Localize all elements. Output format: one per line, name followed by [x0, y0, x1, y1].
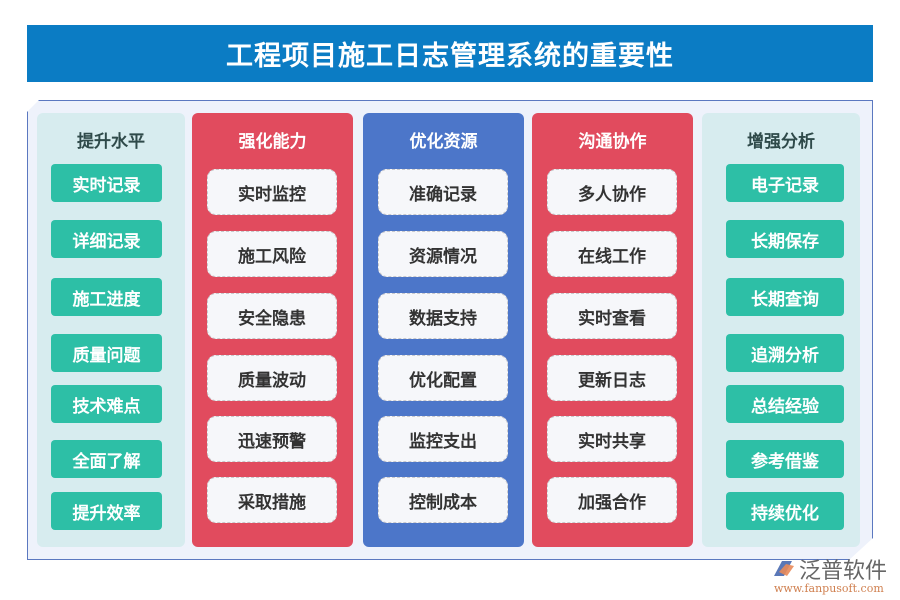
- column-item: 参考借鉴: [726, 440, 844, 478]
- column-item: 长期查询: [726, 278, 844, 316]
- column-1: 提升水平实时记录详细记录施工进度质量问题技术难点全面了解提升效率: [37, 113, 185, 547]
- logo-name: 泛普软件: [799, 559, 888, 584]
- column-heading: 沟通协作: [578, 132, 647, 152]
- column-heading: 提升水平: [77, 132, 145, 152]
- column-item: 在线工作: [547, 231, 677, 277]
- column-item: 准确记录: [378, 169, 508, 215]
- column-item: 优化配置: [378, 355, 508, 401]
- column-item: 实时记录: [51, 164, 162, 202]
- column-item: 数据支持: [378, 293, 508, 339]
- fanpu-logo-icon: [774, 561, 794, 576]
- column-heading: 增强分析: [747, 132, 815, 152]
- column-heading: 优化资源: [409, 132, 478, 152]
- column-item: 电子记录: [726, 164, 844, 202]
- column-item: 加强合作: [547, 477, 677, 523]
- column-item: 全面了解: [51, 440, 162, 478]
- logo-url: www.fanpusoft.com: [774, 582, 884, 595]
- column-item: 控制成本: [378, 477, 508, 523]
- column-item: 施工进度: [51, 278, 162, 316]
- brand-logo: 泛普软件 www.fanpusoft.com: [770, 553, 887, 595]
- column-item: 资源情况: [378, 231, 508, 277]
- column-item: 质量波动: [207, 355, 337, 401]
- column-item: 实时查看: [547, 293, 677, 339]
- column-item: 长期保存: [726, 220, 844, 258]
- column-item: 施工风险: [207, 231, 337, 277]
- column-5: 增强分析电子记录长期保存长期查询追溯分析总结经验参考借鉴持续优化: [702, 113, 860, 547]
- column-item: 更新日志: [547, 355, 677, 401]
- column-4: 沟通协作多人协作在线工作实时查看更新日志实时共享加强合作: [532, 113, 693, 547]
- column-heading: 强化能力: [238, 132, 307, 152]
- column-item: 多人协作: [547, 169, 677, 215]
- column-3: 优化资源准确记录资源情况数据支持优化配置监控支出控制成本: [363, 113, 524, 547]
- column-2: 强化能力实时监控施工风险安全隐患质量波动迅速预警采取措施: [192, 113, 353, 547]
- column-item: 监控支出: [378, 416, 508, 462]
- column-item: 实时监控: [207, 169, 337, 215]
- column-item: 追溯分析: [726, 334, 844, 372]
- column-item: 详细记录: [51, 220, 162, 258]
- column-item: 实时共享: [547, 416, 677, 462]
- column-item: 采取措施: [207, 477, 337, 523]
- column-item: 安全隐患: [207, 293, 337, 339]
- column-item: 持续优化: [726, 492, 844, 530]
- column-item: 总结经验: [726, 385, 844, 423]
- column-item: 质量问题: [51, 334, 162, 372]
- column-item: 提升效率: [51, 492, 162, 530]
- column-item: 迅速预警: [207, 416, 337, 462]
- page-title: 工程项目施工日志管理系统的重要性: [27, 25, 873, 82]
- column-item: 技术难点: [51, 385, 162, 423]
